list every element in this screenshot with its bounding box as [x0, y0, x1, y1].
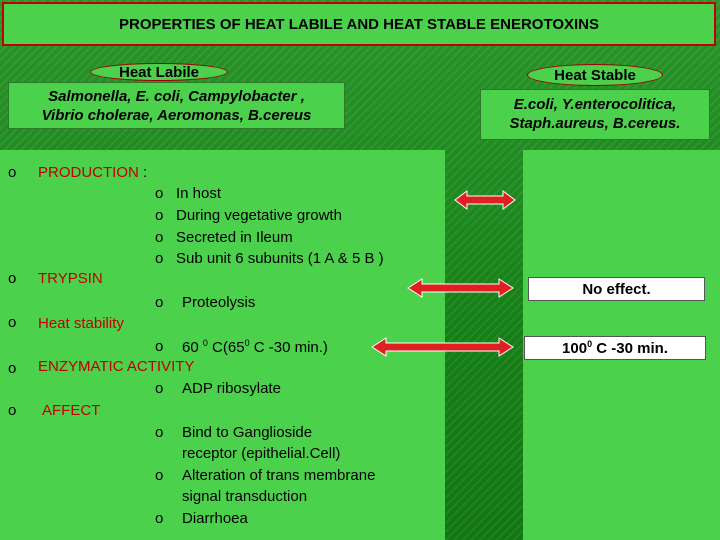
- labile-properties-panel: [0, 150, 445, 540]
- production-item: In host: [176, 185, 222, 202]
- heat-stable-oval: Heat Stable: [527, 64, 663, 86]
- bullet-marker: o: [155, 294, 164, 311]
- stable-heat-result: 1000 C -30 min.: [524, 336, 706, 360]
- bullet-marker: o: [8, 360, 17, 377]
- double-arrow-icon: [371, 337, 514, 357]
- bullet-marker: o: [155, 185, 164, 202]
- stable-trypsin-text: No effect.: [582, 280, 651, 298]
- heat-stable-organisms-box: E.coli, Y.enterocolitica, Staph.aureus, …: [480, 89, 710, 140]
- double-arrow-icon: [454, 190, 516, 210]
- heat-stable-organisms-line1: E.coli, Y.enterocolitica,: [513, 96, 677, 113]
- production-item: Secreted in Ileum: [176, 229, 293, 246]
- production-heading: PRODUCTION :: [38, 164, 147, 181]
- heat-labile-oval: Heat Labile: [90, 63, 228, 81]
- heat-stability-heading: Heat stability: [38, 315, 124, 332]
- heat-stability-temp: 60: [182, 339, 199, 356]
- stable-heat-temp: 100: [562, 340, 588, 357]
- production-item: During vegetative growth: [176, 207, 342, 224]
- production-item: Sub unit 6 subunits (1 A & 5 B ): [176, 250, 384, 267]
- stable-trypsin-result: No effect.: [528, 277, 705, 301]
- affect-item-line1: Diarrhoea: [182, 510, 248, 527]
- bullet-marker: o: [8, 402, 17, 419]
- degree-superscript: 0: [587, 339, 593, 349]
- bullet-marker: o: [155, 510, 164, 527]
- slide-title: PROPERTIES OF HEAT LABILE AND HEAT STABL…: [2, 2, 716, 46]
- production-heading-text: PRODUCTION: [38, 164, 139, 181]
- stable-heat-text: 1000 C -30 min.: [562, 339, 668, 357]
- slide-title-text: PROPERTIES OF HEAT LABILE AND HEAT STABL…: [118, 15, 600, 33]
- bullet-marker: o: [155, 380, 164, 397]
- bullet-marker: o: [155, 467, 164, 484]
- degree-superscript: 0: [244, 338, 250, 348]
- enzymatic-item: ADP ribosylate: [182, 380, 281, 397]
- heat-stability-temp2: C(65: [207, 339, 245, 356]
- bullet-marker: o: [155, 250, 164, 267]
- bullet-marker: o: [155, 207, 164, 224]
- bullet-marker: o: [155, 424, 164, 441]
- stable-heat-duration: C -30 min.: [592, 340, 668, 357]
- affect-item-line2: receptor (epithelial.Cell): [182, 445, 341, 462]
- affect-item-line1: Alteration of trans membrane: [182, 467, 376, 484]
- heat-stable-organisms-line2: Staph.aureus, B.cereus.: [509, 115, 681, 132]
- affect-item-line2: signal transduction: [182, 488, 308, 505]
- heat-labile-label: Heat Labile: [118, 63, 200, 81]
- bullet-marker: o: [8, 270, 17, 287]
- trypsin-item: Proteolysis: [182, 294, 256, 311]
- affect-item-line1: Bind to Ganglioside: [182, 424, 313, 441]
- affect-heading: AFFECT: [42, 402, 101, 419]
- production-colon: :: [143, 164, 148, 181]
- double-arrow-icon: [407, 278, 514, 298]
- heat-labile-organisms-line2: Vibrio cholerae, Aeromonas, B.cereus: [41, 107, 312, 124]
- heat-stability-item: 60 0 C(650 C -30 min.): [182, 338, 328, 356]
- enzymatic-heading: ENZYMATIC ACTIVITY: [38, 358, 195, 375]
- bullet-marker: o: [155, 338, 164, 355]
- trypsin-heading: TRYPSIN: [38, 270, 103, 287]
- heat-labile-organisms-box: Salmonella, E. coli, Campylobacter , Vib…: [8, 82, 345, 129]
- bullet-marker: o: [155, 229, 164, 246]
- heat-stability-duration: C -30 min.): [249, 339, 328, 356]
- bullet-marker: o: [8, 164, 17, 181]
- bullet-marker: o: [8, 314, 17, 331]
- heat-stable-label: Heat Stable: [554, 66, 636, 84]
- heat-labile-organisms-line1: Salmonella, E. coli, Campylobacter ,: [48, 88, 305, 105]
- degree-superscript: 0: [202, 338, 208, 348]
